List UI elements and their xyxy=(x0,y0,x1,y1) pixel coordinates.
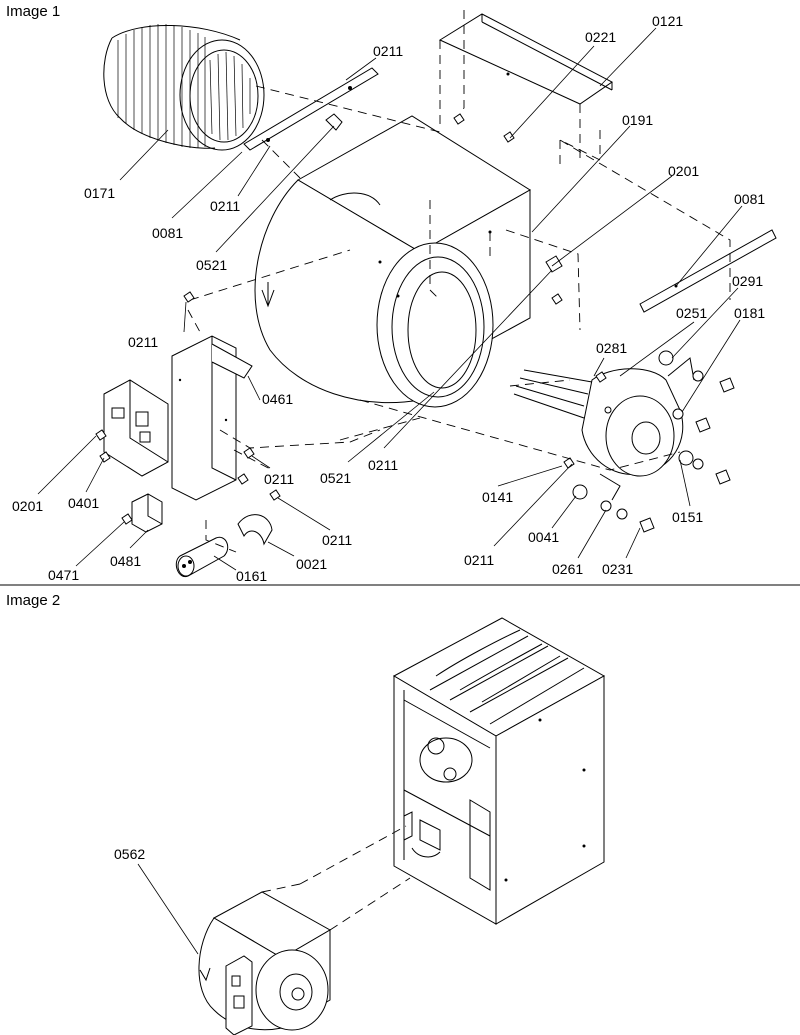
capacitor-0161 xyxy=(175,536,229,578)
label-0471: 0471 xyxy=(48,567,79,583)
label-0401: 0401 xyxy=(68,495,99,511)
label-0201-left: 0201 xyxy=(12,498,43,514)
label-0562: 0562 xyxy=(114,846,145,862)
screw-0211-top xyxy=(325,113,343,131)
blower-wheel-0171 xyxy=(103,24,265,151)
label-0251: 0251 xyxy=(676,305,707,321)
label-0221: 0221 xyxy=(585,29,616,45)
label-0081-left: 0081 xyxy=(152,225,183,241)
transformer-0481 xyxy=(131,493,163,533)
label-0481: 0481 xyxy=(110,553,141,569)
blower-housing xyxy=(254,115,531,408)
image1-title: Image 1 xyxy=(6,3,60,20)
label-0181: 0181 xyxy=(734,305,765,321)
label-0201-top: 0201 xyxy=(668,163,699,179)
label-0461: 0461 xyxy=(262,391,293,407)
label-0211-lower: 0211 xyxy=(264,471,294,487)
label-0121: 0121 xyxy=(652,13,683,29)
screws-lower xyxy=(95,429,281,501)
label-0261: 0261 xyxy=(552,561,583,577)
label-0211-top: 0211 xyxy=(373,43,403,59)
label-0021: 0021 xyxy=(296,556,327,572)
label-0141: 0141 xyxy=(482,489,513,505)
label-0211-right: 0211 xyxy=(322,532,352,548)
control-bracket-0461 xyxy=(171,335,253,501)
label-0211-bottom: 0211 xyxy=(464,552,494,568)
label-0521-left: 0521 xyxy=(196,257,227,273)
motor-0141 xyxy=(513,357,695,501)
label-0521-bottom: 0521 xyxy=(320,470,351,486)
label-0211-left: 0211 xyxy=(128,334,158,350)
top-panel-0121 xyxy=(438,13,613,105)
label-0191: 0191 xyxy=(622,112,653,128)
label-0231: 0231 xyxy=(602,561,633,577)
motor-hardware xyxy=(563,350,735,533)
bracket-0081-right xyxy=(639,229,777,313)
leader-lines xyxy=(37,27,743,571)
label-0211-mid: 0211 xyxy=(210,198,240,214)
label-0211-center: 0211 xyxy=(368,457,398,473)
blower-assembly-0562 xyxy=(198,891,332,1035)
label-0081-right: 0081 xyxy=(734,191,765,207)
capacitor-strap-0021 xyxy=(237,514,273,546)
label-0281: 0281 xyxy=(596,340,627,356)
image2-title: Image 2 xyxy=(6,592,60,609)
label-0151: 0151 xyxy=(672,509,703,525)
control-board-0401 xyxy=(103,379,169,477)
label-0041: 0041 xyxy=(528,529,559,545)
label-0171: 0171 xyxy=(84,185,115,201)
leader-0562 xyxy=(137,863,199,955)
screw-0471 xyxy=(121,513,133,525)
label-0161: 0161 xyxy=(236,568,267,584)
furnace-cabinet xyxy=(392,617,606,925)
bracket-0081-left xyxy=(243,67,379,151)
label-0291: 0291 xyxy=(732,273,763,289)
